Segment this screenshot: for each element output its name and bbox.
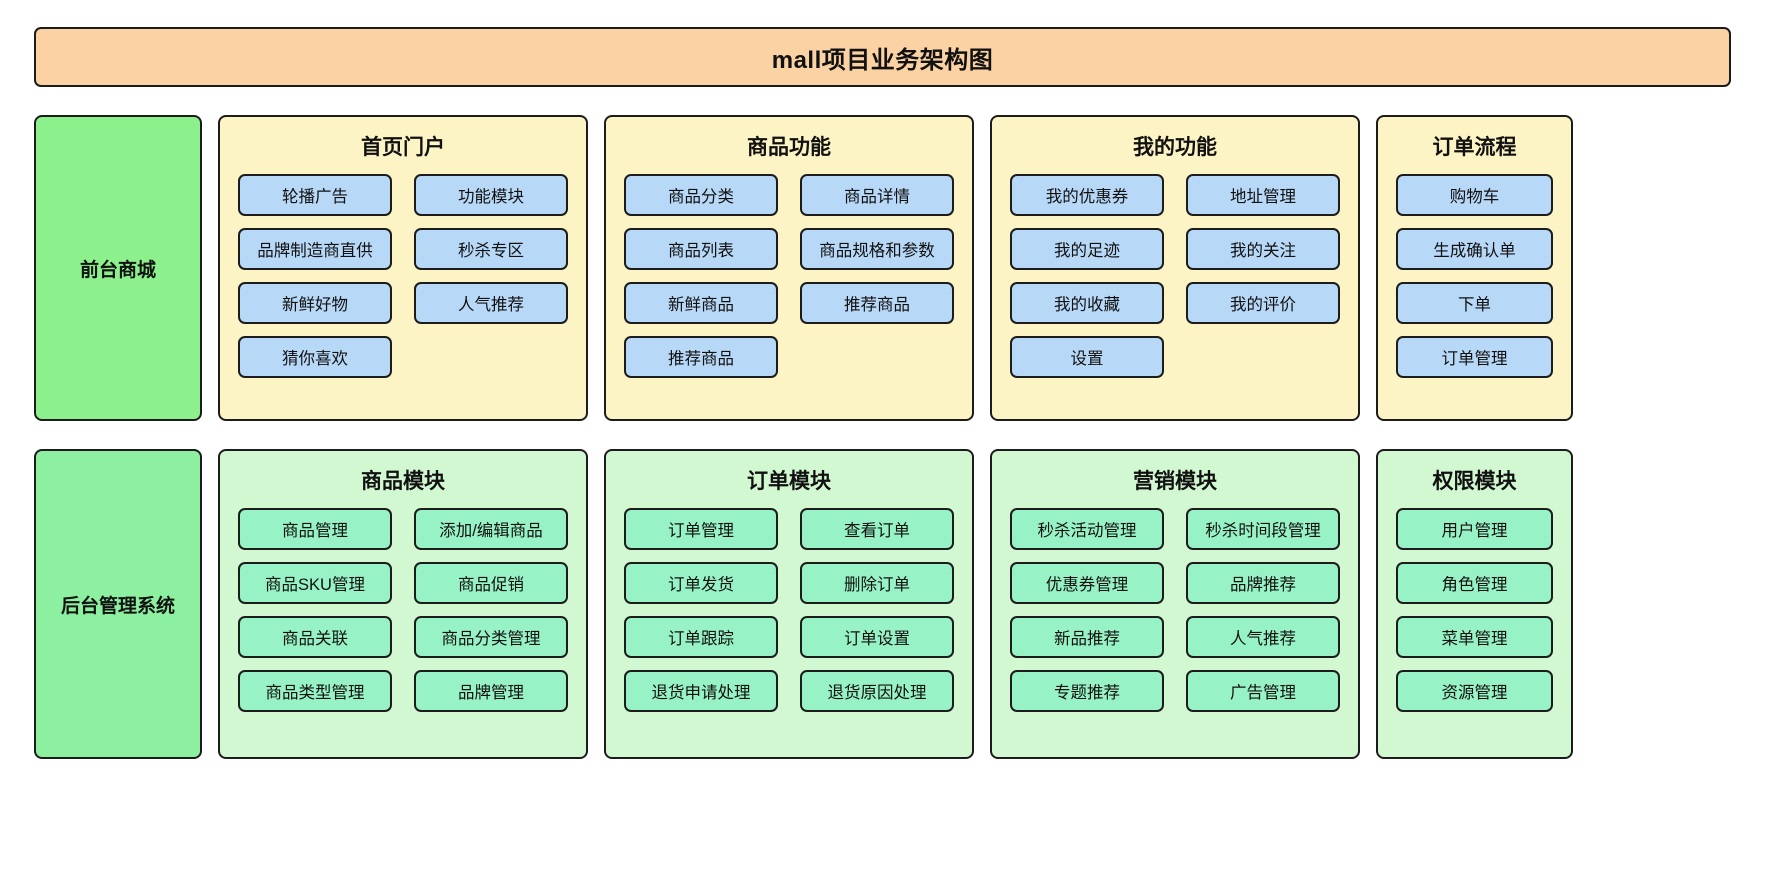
group-title-auth-module: 权限模块 [1432, 470, 1517, 493]
group-order-module: 订单模块 订单管理 查看订单 订单发货 删除订单 订单跟踪 订单设置 退货申请处… [604, 449, 974, 759]
node-role-manage[interactable]: 角色管理 [1396, 562, 1553, 604]
page-title: mall项目业务架构图 [771, 46, 994, 74]
layer-row-backend: 后台管理系统 商品模块 商品管理 添加/编辑商品 商品SKU管理 商品促销 商品… [34, 449, 1731, 759]
group-title-marketing-module: 营销模块 [1133, 470, 1217, 493]
node-coupon-manage[interactable]: 优惠券管理 [1010, 562, 1164, 604]
node-recommended-product[interactable]: 推荐商品 [800, 282, 954, 324]
group-nodes-product-features: 商品分类 商品详情 商品列表 商品规格和参数 新鲜商品 推荐商品 推荐商品 [624, 174, 954, 378]
node-fresh-goods[interactable]: 新鲜好物 [238, 282, 392, 324]
node-generate-confirm[interactable]: 生成确认单 [1396, 228, 1553, 270]
group-nodes-my-features: 我的优惠券 地址管理 我的足迹 我的关注 我的收藏 我的评价 设置 [1010, 174, 1340, 378]
node-user-manage[interactable]: 用户管理 [1396, 508, 1553, 550]
group-title-product-features: 商品功能 [747, 136, 831, 159]
node-product-detail[interactable]: 商品详情 [800, 174, 954, 216]
node-resource-manage[interactable]: 资源管理 [1396, 670, 1553, 712]
node-product-promotion[interactable]: 商品促销 [414, 562, 568, 604]
node-brand-manage[interactable]: 品牌管理 [414, 670, 568, 712]
group-nodes-marketing-module: 秒杀活动管理 秒杀时间段管理 优惠券管理 品牌推荐 新品推荐 人气推荐 专题推荐… [1010, 508, 1340, 712]
node-guess-you-like[interactable]: 猜你喜欢 [238, 336, 392, 378]
node-flash-sale-period[interactable]: 秒杀时间段管理 [1186, 508, 1340, 550]
node-flash-sale-zone[interactable]: 秒杀专区 [414, 228, 568, 270]
node-address-manage[interactable]: 地址管理 [1186, 174, 1340, 216]
node-delete-order[interactable]: 删除订单 [800, 562, 954, 604]
node-my-footprints[interactable]: 我的足迹 [1010, 228, 1164, 270]
node-order-tracking[interactable]: 订单跟踪 [624, 616, 778, 658]
node-ad-manage[interactable]: 广告管理 [1186, 670, 1340, 712]
group-my-features: 我的功能 我的优惠券 地址管理 我的足迹 我的关注 我的收藏 我的评价 设置 [990, 115, 1360, 421]
group-title-order-module: 订单模块 [747, 470, 831, 493]
layer-label-frontend: 前台商城 [34, 115, 202, 421]
node-view-order[interactable]: 查看订单 [800, 508, 954, 550]
node-my-coupons[interactable]: 我的优惠券 [1010, 174, 1164, 216]
node-return-reason[interactable]: 退货原因处理 [800, 670, 954, 712]
node-settings[interactable]: 设置 [1010, 336, 1164, 378]
node-product-relation[interactable]: 商品关联 [238, 616, 392, 658]
group-auth-module: 权限模块 用户管理 角色管理 菜单管理 资源管理 [1376, 449, 1573, 759]
node-new-product-recommend[interactable]: 新品推荐 [1010, 616, 1164, 658]
node-order-settings[interactable]: 订单设置 [800, 616, 954, 658]
node-order-manage-admin[interactable]: 订单管理 [624, 508, 778, 550]
node-place-order[interactable]: 下单 [1396, 282, 1553, 324]
group-nodes-homepage-portal: 轮播广告 功能模块 品牌制造商直供 秒杀专区 新鲜好物 人气推荐 猜你喜欢 [238, 174, 568, 378]
group-homepage-portal: 首页门户 轮播广告 功能模块 品牌制造商直供 秒杀专区 新鲜好物 人气推荐 猜你… [218, 115, 588, 421]
node-carousel-ad[interactable]: 轮播广告 [238, 174, 392, 216]
group-title-homepage-portal: 首页门户 [361, 136, 445, 159]
layer-label-backend: 后台管理系统 [34, 449, 202, 759]
node-my-favorites[interactable]: 我的收藏 [1010, 282, 1164, 324]
node-product-category-manage[interactable]: 商品分类管理 [414, 616, 568, 658]
group-product-module: 商品模块 商品管理 添加/编辑商品 商品SKU管理 商品促销 商品关联 商品分类… [218, 449, 588, 759]
group-nodes-order-flow: 购物车 生成确认单 下单 订单管理 [1396, 174, 1553, 378]
node-product-list[interactable]: 商品列表 [624, 228, 778, 270]
group-nodes-auth-module: 用户管理 角色管理 菜单管理 资源管理 [1396, 508, 1553, 712]
node-add-edit-product[interactable]: 添加/编辑商品 [414, 508, 568, 550]
node-my-follows[interactable]: 我的关注 [1186, 228, 1340, 270]
node-brand-direct[interactable]: 品牌制造商直供 [238, 228, 392, 270]
node-popular-recommend-admin[interactable]: 人气推荐 [1186, 616, 1340, 658]
node-recommended-product-2[interactable]: 推荐商品 [624, 336, 778, 378]
group-marketing-module: 营销模块 秒杀活动管理 秒杀时间段管理 优惠券管理 品牌推荐 新品推荐 人气推荐… [990, 449, 1360, 759]
node-brand-recommend[interactable]: 品牌推荐 [1186, 562, 1340, 604]
group-title-product-module: 商品模块 [361, 470, 445, 493]
group-product-features: 商品功能 商品分类 商品详情 商品列表 商品规格和参数 新鲜商品 推荐商品 推荐… [604, 115, 974, 421]
node-order-shipping[interactable]: 订单发货 [624, 562, 778, 604]
group-nodes-product-module: 商品管理 添加/编辑商品 商品SKU管理 商品促销 商品关联 商品分类管理 商品… [238, 508, 568, 712]
node-my-reviews[interactable]: 我的评价 [1186, 282, 1340, 324]
node-product-specs[interactable]: 商品规格和参数 [800, 228, 954, 270]
group-nodes-order-module: 订单管理 查看订单 订单发货 删除订单 订单跟踪 订单设置 退货申请处理 退货原… [624, 508, 954, 712]
group-title-order-flow: 订单流程 [1432, 136, 1517, 159]
node-topic-recommend[interactable]: 专题推荐 [1010, 670, 1164, 712]
node-product-type-manage[interactable]: 商品类型管理 [238, 670, 392, 712]
node-flash-sale-manage[interactable]: 秒杀活动管理 [1010, 508, 1164, 550]
node-menu-manage[interactable]: 菜单管理 [1396, 616, 1553, 658]
node-product-manage[interactable]: 商品管理 [238, 508, 392, 550]
node-product-category[interactable]: 商品分类 [624, 174, 778, 216]
node-return-request[interactable]: 退货申请处理 [624, 670, 778, 712]
node-shopping-cart[interactable]: 购物车 [1396, 174, 1553, 216]
node-feature-module[interactable]: 功能模块 [414, 174, 568, 216]
group-order-flow: 订单流程 购物车 生成确认单 下单 订单管理 [1376, 115, 1573, 421]
node-order-manage[interactable]: 订单管理 [1396, 336, 1553, 378]
layer-row-frontend: 前台商城 首页门户 轮播广告 功能模块 品牌制造商直供 秒杀专区 新鲜好物 人气… [34, 115, 1731, 421]
node-popular-recommend[interactable]: 人气推荐 [414, 282, 568, 324]
diagram-title-banner: mall项目业务架构图 [34, 27, 1731, 87]
node-fresh-product[interactable]: 新鲜商品 [624, 282, 778, 324]
node-product-sku-manage[interactable]: 商品SKU管理 [238, 562, 392, 604]
group-title-my-features: 我的功能 [1133, 136, 1217, 159]
